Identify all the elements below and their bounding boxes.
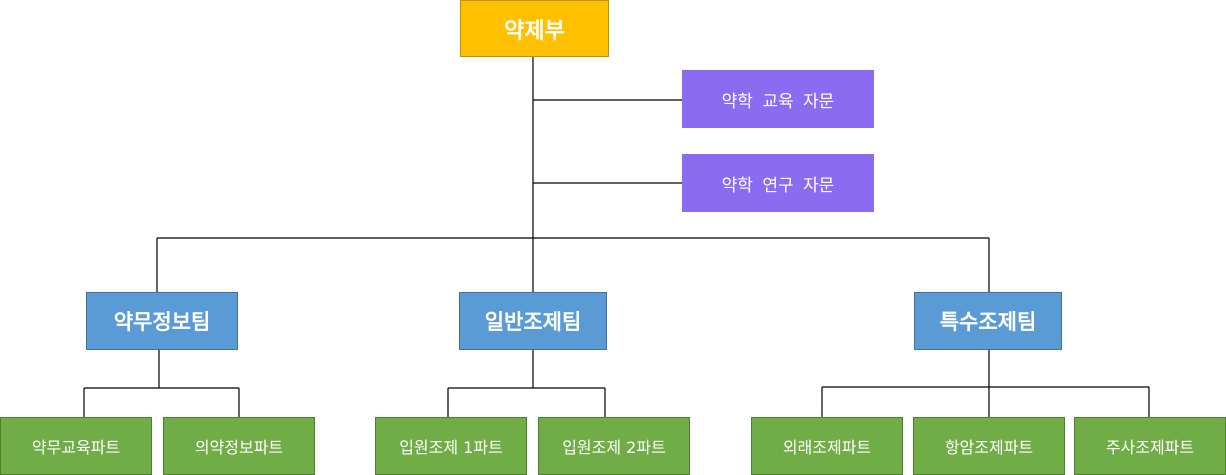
part-node-inpatient-2: 입원조제 2파트 xyxy=(538,417,690,475)
part-node-inpatient-1: 입원조제 1파트 xyxy=(375,417,527,475)
part-node-education: 약무교육파트 xyxy=(0,417,152,475)
part-node-drug-info: 의약정보파트 xyxy=(163,417,315,475)
team-node-pharmacy-info: 약무정보팀 xyxy=(86,292,238,350)
part-node-injection: 주사조제파트 xyxy=(1074,417,1226,475)
advisory-node-education: 약학 교육 자문 xyxy=(682,70,874,128)
part-node-outpatient: 외래조제파트 xyxy=(751,417,903,475)
part-node-oncology: 항암조제파트 xyxy=(913,417,1065,475)
team-node-special-dispensing: 특수조제팀 xyxy=(914,292,1062,350)
root-node: 약제부 xyxy=(460,0,609,57)
team-node-general-dispensing: 일반조제팀 xyxy=(459,292,607,350)
advisory-node-research: 약학 연구 자문 xyxy=(682,154,874,212)
